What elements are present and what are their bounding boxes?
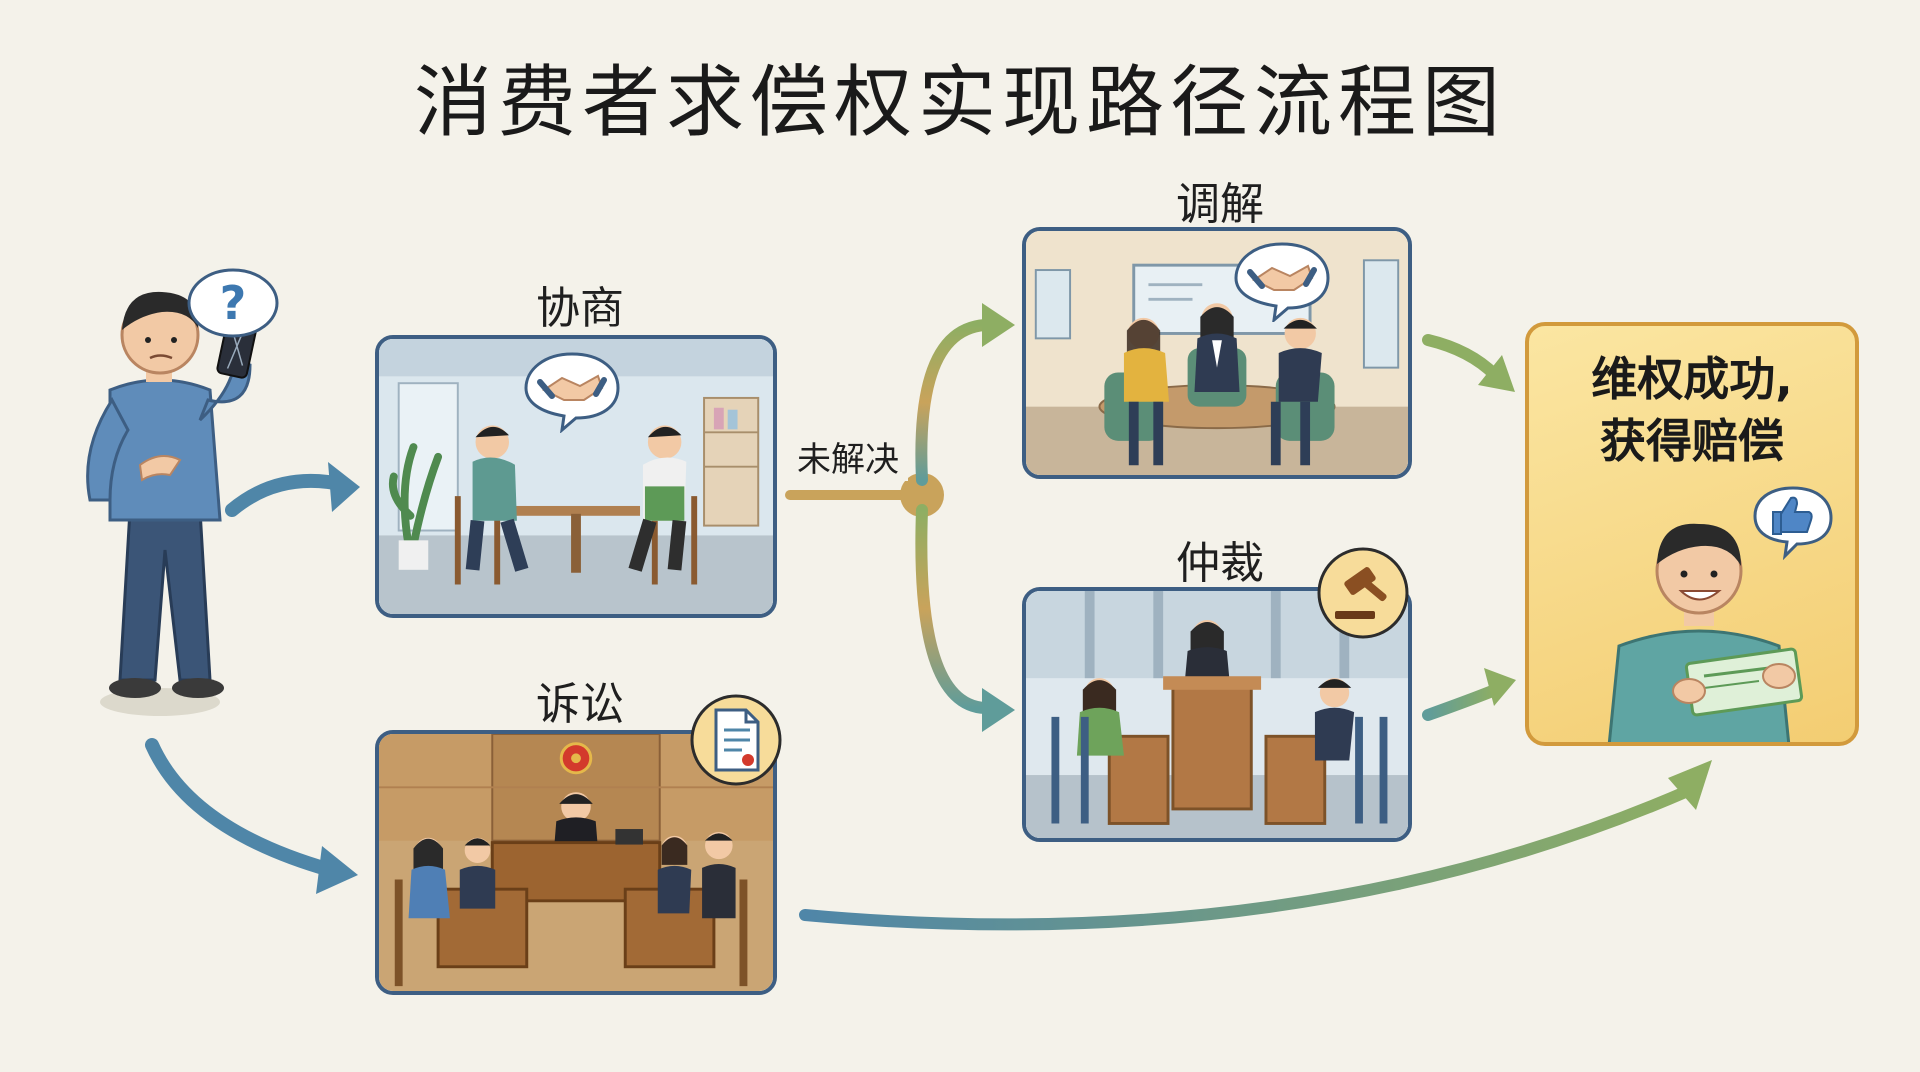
handshake-icon: [1234, 242, 1330, 322]
arrow-to-arbitration: [915, 504, 991, 714]
question-mark-icon: ?: [187, 268, 279, 338]
result-line-1: 维权成功,: [1591, 352, 1793, 406]
handshake-icon: [524, 352, 620, 433]
arrow-arbitration-to-result: [1422, 684, 1501, 721]
arrow-to-negotiation-head: [328, 462, 360, 512]
thumbs-up-icon: [1753, 486, 1833, 560]
result-text: 维权成功, 获得赔偿: [1529, 348, 1855, 472]
svg-text:?: ?: [220, 276, 247, 330]
arrow-to-arbitration-head: [982, 688, 1015, 732]
arrow-to-litigation: [145, 738, 337, 877]
consumer-figure: [86, 272, 258, 716]
happy-consumer-figure: [1607, 523, 1804, 742]
gavel-icon: [1317, 547, 1409, 639]
stage-label-negotiation: 协商: [536, 283, 624, 334]
arrow-to-litigation-head: [316, 846, 358, 894]
stage-label-litigation: 诉讼: [536, 679, 624, 730]
arrow-to-mediation-head: [982, 303, 1015, 347]
page-title: 消费者求偿权实现路径流程图: [413, 58, 1506, 148]
arrow-arbitration-to-result-head: [1484, 668, 1516, 706]
result-line-2: 获得赔偿: [1600, 414, 1784, 468]
document-icon: [690, 694, 782, 786]
arrow-to-mediation: [915, 319, 991, 486]
mediation-panel: [1022, 227, 1412, 479]
result-panel: 维权成功, 获得赔偿: [1525, 322, 1859, 746]
arrow-mediation-to-result-head: [1478, 355, 1515, 392]
arrow-litigation-to-result-head: [1668, 760, 1712, 810]
arrow-mediation-to-result: [1422, 334, 1501, 381]
stage-label-mediation: 调解: [1176, 179, 1264, 230]
branch-label: 未解决: [788, 432, 908, 481]
stage-label-arbitration: 仲裁: [1176, 538, 1264, 589]
